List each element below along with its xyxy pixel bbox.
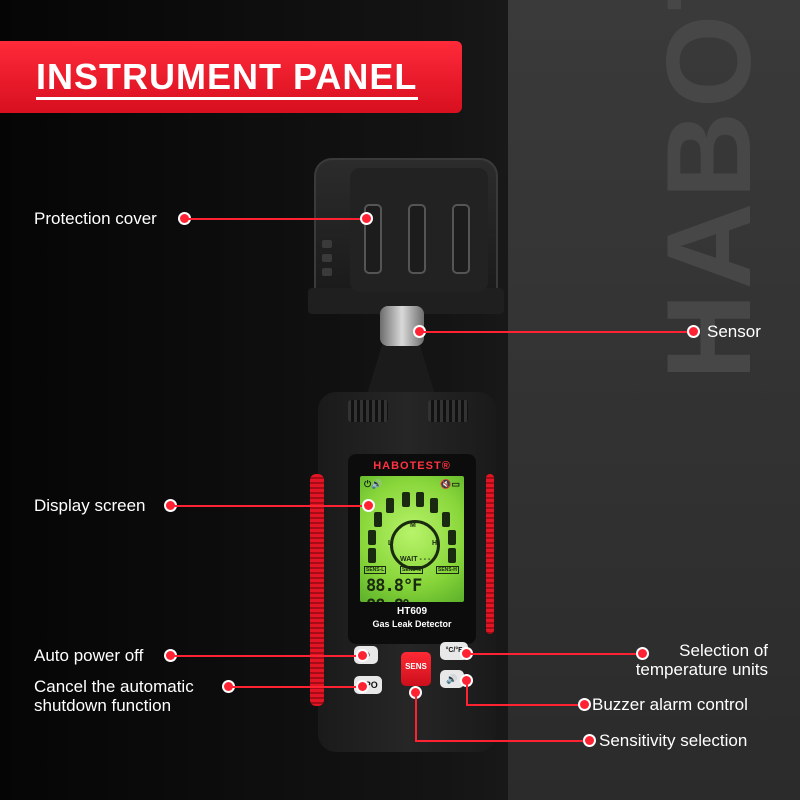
cover-slot (408, 204, 426, 274)
wait-indicator: WAIT - - - (400, 556, 431, 563)
temperature-humidity-readout: 88.8°F 88.8% (366, 576, 422, 602)
callout-dot (415, 327, 424, 336)
callout-dot (166, 501, 175, 510)
gauge-segment (402, 492, 410, 507)
callout-line (466, 680, 468, 704)
label-cancel-shutdown-line2: shutdown function (34, 696, 172, 715)
callout-line (415, 740, 587, 742)
callout-line (467, 653, 641, 655)
label-cancel-shutdown-line1: Cancel the automatic (34, 677, 194, 696)
sensor-neck (366, 340, 436, 398)
sens-button[interactable]: SENS (401, 652, 431, 686)
callout-dot (580, 700, 589, 709)
sens-low-indicator: SENS-L (364, 566, 387, 574)
label-display-screen: Display screen (34, 496, 146, 515)
brand-logo: HABOTEST® (373, 460, 451, 472)
callout-dot (180, 214, 189, 223)
cover-notch (322, 268, 332, 276)
left-rubber-grip (310, 474, 324, 706)
callout-line (420, 331, 692, 333)
gauge-segment (386, 498, 394, 513)
right-rubber-grip (486, 474, 494, 634)
gauge-segment (416, 492, 424, 507)
callout-dot (224, 682, 233, 691)
sens-mid-indicator: SENS-M (400, 566, 424, 574)
callout-dot (358, 651, 367, 660)
lcd-display: ⏻🔊 🔇▭ L M H WAIT - - - SENS-L SENS-M SEN… (360, 476, 464, 602)
cover-notch (322, 240, 332, 248)
callout-line (466, 704, 582, 706)
callout-dot (166, 651, 175, 660)
gauge-segment (448, 548, 456, 563)
cover-slot (452, 204, 470, 274)
label-sensor: Sensor (707, 322, 761, 341)
label-sensitivity: Sensitivity selection (599, 731, 748, 750)
protection-cover (308, 158, 504, 314)
right-background-panel (508, 0, 800, 800)
gauge-segment (448, 530, 456, 545)
banner-title: INSTRUMENT PANEL (36, 56, 418, 97)
gauge-high-label: H (432, 540, 438, 547)
vent-grille (348, 400, 388, 422)
cover-notch (322, 254, 332, 262)
gauge-segment (368, 548, 376, 563)
callout-line (229, 686, 361, 688)
vent-grille (428, 400, 468, 422)
label-protection-cover: Protection cover (34, 209, 157, 228)
model-number: HT609 (396, 606, 427, 617)
temperature-unit-button[interactable]: °C/°F (440, 642, 468, 660)
gauge-segment (368, 530, 376, 545)
cover-face (350, 168, 488, 292)
power-sound-icon: ⏻🔊 (364, 479, 383, 489)
title-banner: INSTRUMENT PANEL (0, 41, 462, 113)
gauge-low-label: L (388, 540, 393, 547)
callout-dot (585, 736, 594, 745)
callout-dot (358, 682, 367, 691)
gauge-segment (374, 512, 382, 527)
callout-dot (638, 649, 647, 658)
gauge-mid-label: M (410, 522, 416, 529)
buzzer-button[interactable]: 🔊 (440, 670, 464, 688)
callout-line (185, 218, 365, 220)
callout-dot (364, 501, 373, 510)
callout-line (171, 505, 367, 507)
label-temp-units-line2: temperature units (635, 660, 768, 679)
callout-dot (462, 649, 471, 658)
callout-dot (689, 327, 698, 336)
sens-high-indicator: SENS-H (436, 566, 459, 574)
gauge-dial (390, 520, 440, 570)
model-subtitle: Gas Leak Detector (372, 619, 452, 629)
callout-line (171, 655, 361, 657)
callout-dot (362, 214, 371, 223)
gauge-segment (430, 498, 438, 513)
sensor-head (380, 306, 424, 346)
screen-bezel: HABOTEST® ⏻🔊 🔇▭ L M H WAIT - - - SENS-L … (348, 454, 476, 644)
label-buzzer-alarm: Buzzer alarm control (592, 695, 748, 714)
label-temp-units-line1: Selection of (679, 641, 768, 660)
banner-underline (36, 97, 418, 100)
label-auto-power-off: Auto power off (34, 646, 144, 665)
mute-battery-icon: 🔇▭ (440, 479, 460, 489)
gauge-segment (442, 512, 450, 527)
callout-line (415, 692, 417, 740)
